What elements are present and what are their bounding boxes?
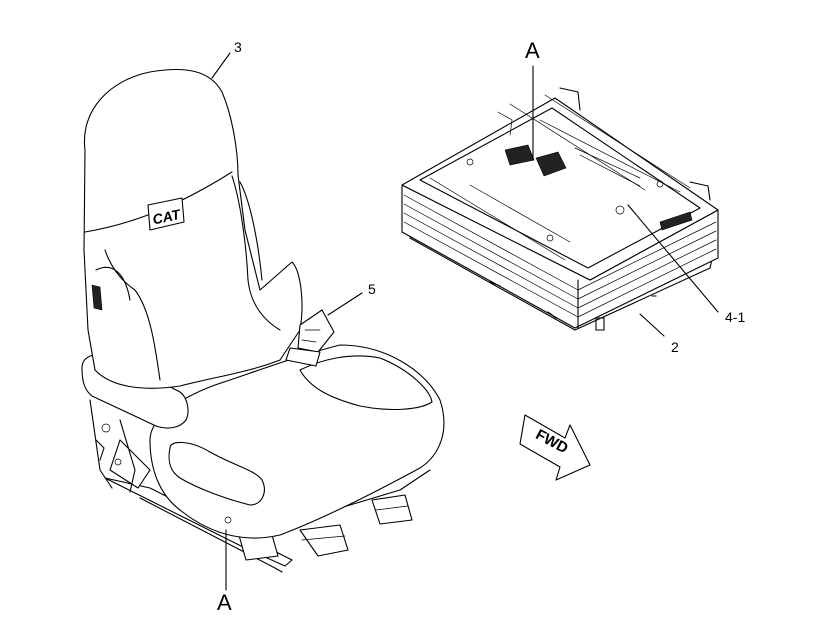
view-a-label-top: A (525, 38, 540, 63)
seat-logo: CAT (151, 206, 183, 228)
callout-bolt: 4-1 (725, 309, 745, 325)
view-a-label-bottom: A (217, 590, 232, 615)
seat-suspension (401, 87, 719, 331)
operator-seat: CAT (81, 68, 445, 573)
forward-direction-arrow: FWD (519, 414, 591, 481)
callout-seat: 3 (234, 39, 242, 55)
leader-lines (211, 52, 719, 591)
callout-belt: 5 (368, 281, 376, 297)
callout-suspension: 2 (671, 339, 679, 355)
seat-belt-buckle (285, 309, 335, 367)
